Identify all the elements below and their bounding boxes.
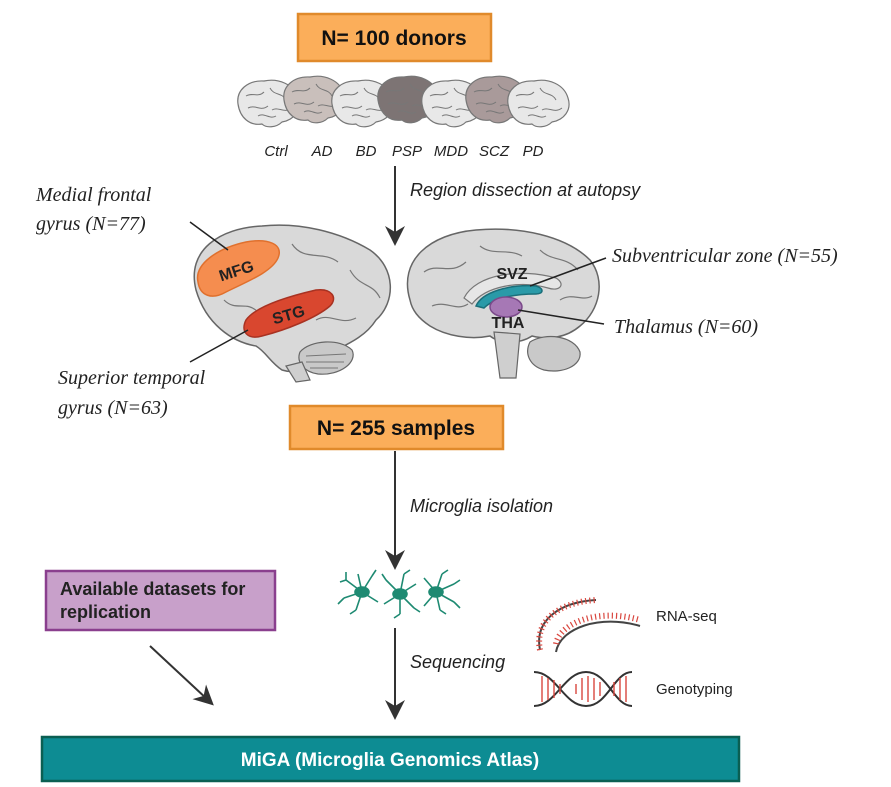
brain-icon-pd bbox=[507, 79, 570, 128]
donors-box-label: N= 100 donors bbox=[321, 27, 466, 50]
svz-label: Subventricular zone (N=55) bbox=[612, 245, 838, 267]
stg-callout-line bbox=[189, 329, 249, 363]
donors-box bbox=[296, 12, 493, 63]
genotyping-label: Genotyping bbox=[656, 681, 733, 698]
microglia-icon bbox=[337, 569, 461, 619]
replication-box-line1: Available datasets for bbox=[60, 579, 245, 599]
step-sequencing: Sequencing bbox=[410, 652, 505, 672]
tha-callout-line bbox=[517, 309, 605, 325]
atlas-box bbox=[40, 735, 741, 783]
tha-short-label: THA bbox=[492, 315, 525, 332]
donor-label-scz: SCZ bbox=[479, 143, 510, 160]
dna-helix-icon bbox=[533, 670, 633, 708]
medial-brain bbox=[406, 228, 600, 379]
donor-brains bbox=[237, 75, 570, 128]
donor-label-ad: AD bbox=[311, 143, 333, 160]
stg-region bbox=[243, 289, 335, 338]
replication-box-line2: replication bbox=[60, 602, 151, 622]
donor-label-pd: PD bbox=[523, 143, 544, 160]
mfg-region bbox=[196, 240, 280, 297]
mfg-label-line2: gyrus (N=77) bbox=[36, 213, 146, 235]
stg-label-line2: gyrus (N=63) bbox=[58, 397, 168, 419]
samples-box-label: N= 255 samples bbox=[317, 417, 475, 440]
donor-label-psp: PSP bbox=[392, 143, 422, 160]
step-dissection: Region dissection at autopsy bbox=[410, 180, 641, 200]
tha-label: Thalamus (N=60) bbox=[614, 316, 758, 338]
mfg-label-line1: Medial frontal bbox=[35, 184, 152, 206]
step-isolation: Microglia isolation bbox=[410, 496, 553, 516]
svz-short-label: SVZ bbox=[496, 266, 527, 283]
atlas-box-label: MiGA (Microglia Genomics Atlas) bbox=[241, 750, 539, 771]
stg-label-line1: Superior temporal bbox=[58, 367, 206, 389]
arrow-replication bbox=[149, 645, 214, 706]
rna-strand-icon bbox=[536, 597, 641, 653]
donor-label-mdd: MDD bbox=[434, 143, 468, 160]
donor-label-ctrl: Ctrl bbox=[264, 143, 288, 160]
tha-region bbox=[489, 296, 523, 318]
replication-box bbox=[44, 569, 277, 632]
mfg-callout-line bbox=[189, 221, 229, 251]
rnaseq-label: RNA-seq bbox=[656, 608, 717, 625]
donor-label-bd: BD bbox=[356, 143, 377, 160]
svz-callout-line bbox=[529, 257, 607, 287]
samples-box bbox=[288, 404, 505, 451]
